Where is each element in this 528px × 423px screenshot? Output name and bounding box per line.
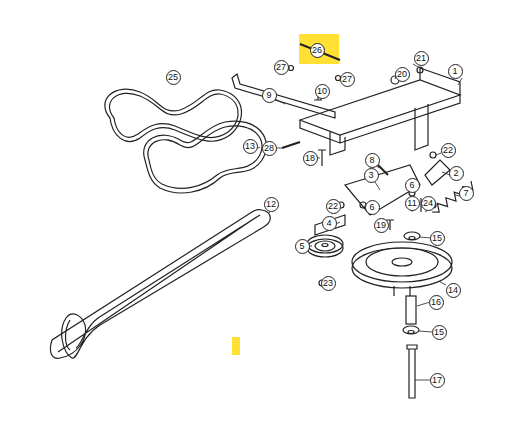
callout-number: 7 (459, 186, 474, 201)
callout-number: 5 (295, 239, 310, 254)
callout-number: 12 (264, 197, 279, 212)
callout-number: 3 (364, 168, 379, 183)
callout-number: 26 (310, 43, 325, 58)
callout-number: 19 (374, 218, 389, 233)
pulley-5 (307, 235, 343, 257)
callout-number: 21 (414, 51, 429, 66)
callout-number: 17 (430, 373, 445, 388)
callout-number: 10 (315, 84, 330, 99)
callout-number: 13 (243, 139, 258, 154)
callout-number: 6 (405, 178, 420, 193)
callout-number: 23 (321, 276, 336, 291)
highlight (232, 337, 240, 355)
belt-25 (105, 89, 242, 141)
small-parts (282, 44, 436, 230)
callout-number: 16 (429, 295, 444, 310)
callout-number: 6 (365, 200, 380, 215)
belt-13 (144, 121, 267, 193)
callout-number: 20 (395, 67, 410, 82)
callout-number: 4 (322, 216, 337, 231)
bearings (403, 232, 420, 334)
callout-number: 14 (446, 283, 461, 298)
callout-number: 28 (262, 141, 277, 156)
leader-lines (258, 64, 462, 380)
callout-number: 27 (340, 72, 355, 87)
callout-number: 27 (274, 60, 289, 75)
bolt-17 (407, 345, 417, 398)
callout-number: 11 (405, 196, 420, 211)
callout-number: 22 (441, 143, 456, 158)
callout-number: 9 (262, 88, 277, 103)
spring-coil (432, 181, 473, 212)
bracket-4 (315, 215, 345, 235)
callout-number: 24 (421, 196, 436, 211)
plate-3 (345, 160, 450, 215)
spring-7 (432, 181, 473, 212)
spacer-16 (406, 296, 416, 324)
belt-12 (50, 210, 270, 359)
pulley-14 (352, 242, 452, 296)
callout-number: 15 (432, 325, 447, 340)
callout-number: 25 (166, 70, 181, 85)
rod-9 (232, 74, 335, 118)
callout-number: 1 (448, 64, 463, 79)
frame-1 (300, 67, 460, 155)
callout-number: 18 (303, 151, 318, 166)
callout-number: 15 (430, 231, 445, 246)
callout-number: 2 (449, 166, 464, 181)
callout-number: 8 (365, 153, 380, 168)
callout-number: 22 (326, 199, 341, 214)
